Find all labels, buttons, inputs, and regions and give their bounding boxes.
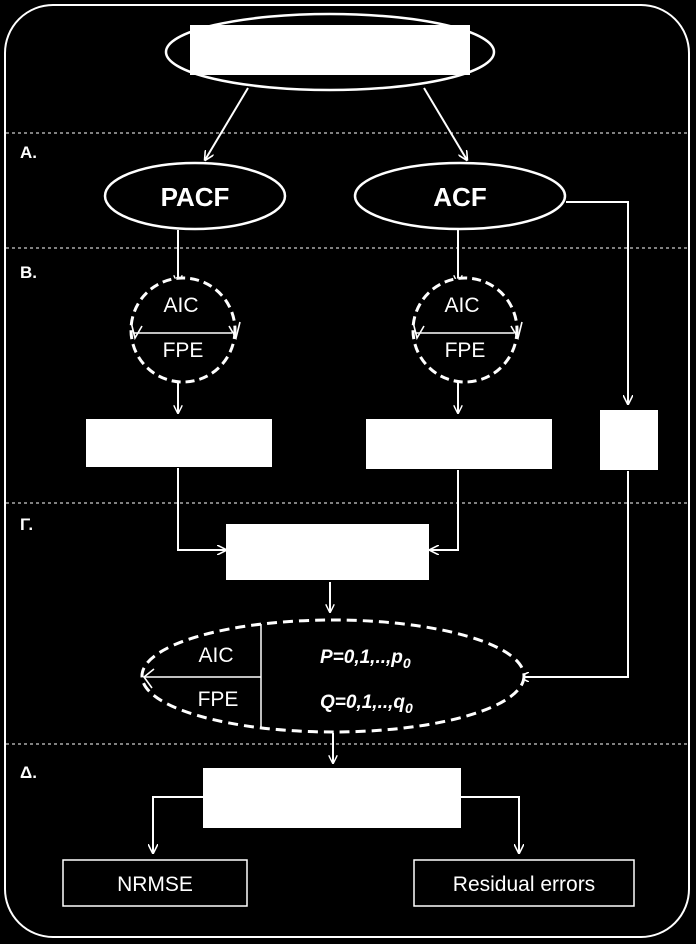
stage-label-b: B. [20, 263, 37, 282]
residual-errors-box [413, 859, 635, 907]
pacf-ellipse [103, 161, 287, 231]
left-criteria-aic: AIC [163, 294, 198, 317]
small-order-box [600, 410, 658, 470]
stage-label-d: Δ. [20, 763, 37, 782]
stage-label-a: A. [20, 143, 37, 162]
q-range-text: Q=0,1,..,q [320, 692, 405, 713]
p-range-sub: 0 [403, 655, 411, 671]
left-criteria-circle [129, 276, 241, 384]
nrmse-box [62, 859, 248, 907]
q-range-sub: 0 [405, 700, 413, 716]
nrmse-label: NRMSE [117, 873, 193, 896]
right-criteria-circle [411, 276, 523, 384]
connector-final-to-nrmse [153, 796, 203, 853]
connector-acf-to-small-box [566, 201, 628, 404]
input-series-box [190, 25, 470, 75]
connector-final-to-residuals [461, 796, 519, 853]
right-criteria-aic: AIC [444, 294, 479, 317]
connector-right-box-to-combined [430, 470, 459, 550]
final-model-box [203, 768, 461, 828]
acf-ellipse [353, 161, 567, 231]
acf-label: ACF [433, 182, 486, 212]
p-range-text: P=0,1,..,p [320, 647, 403, 668]
model-criteria-aic: AIC [198, 644, 233, 667]
right-criteria-fpe: FPE [445, 339, 486, 362]
left-order-box [86, 419, 272, 467]
right-order-box [366, 419, 552, 469]
connector-small-box-to-model [520, 471, 629, 677]
arrow-input-to-acf [423, 87, 467, 160]
stage-label-g: Γ. [20, 515, 33, 534]
combined-order-box [226, 524, 429, 580]
q-range: Q=0,1,..,q0 [320, 692, 413, 716]
left-criteria-fpe: FPE [163, 339, 204, 362]
model-criteria-fpe: FPE [198, 688, 239, 711]
model-criteria-ellipse [140, 618, 526, 734]
p-range: P=0,1,..,p0 [320, 647, 411, 671]
connector-left-box-to-combined [177, 468, 226, 550]
residual-errors-label: Residual errors [453, 873, 595, 896]
pacf-label: PACF [161, 182, 230, 212]
arrow-input-to-pacf [205, 87, 249, 160]
